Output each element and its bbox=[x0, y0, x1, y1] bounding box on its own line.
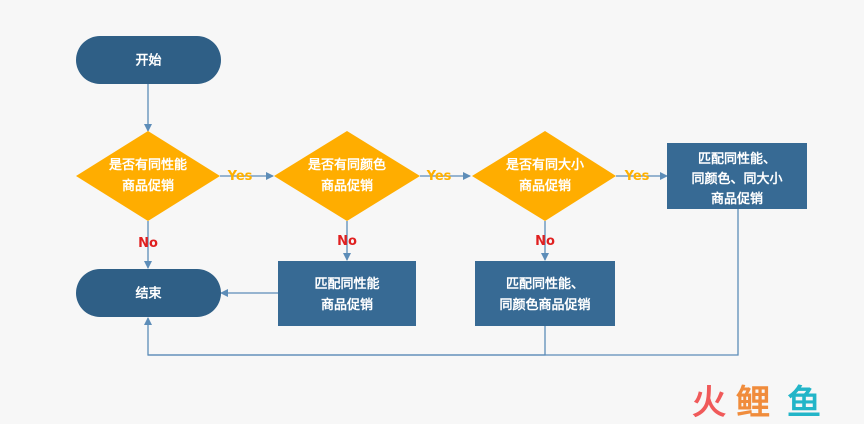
no-label-3: No bbox=[535, 234, 555, 249]
process2-line2: 同颜色商品促销 bbox=[499, 297, 590, 313]
watermark-char-3: 鱼 bbox=[787, 383, 821, 423]
decision-same-color: 是否有同颜色 商品促销 bbox=[274, 131, 420, 221]
watermark-char-1: 火 bbox=[692, 383, 726, 423]
start-shape bbox=[76, 36, 221, 84]
decision3-line1: 是否有同大小 bbox=[505, 157, 584, 173]
decision2-line1: 是否有同颜色 bbox=[307, 157, 386, 173]
decision1-line1: 是否有同性能 bbox=[108, 157, 187, 173]
decision1-line2: 商品促销 bbox=[122, 178, 174, 194]
process3-shape bbox=[667, 143, 807, 209]
end-node: 结束 bbox=[76, 269, 221, 317]
decision2-line2: 商品促销 bbox=[321, 178, 373, 194]
decision3-shape bbox=[472, 131, 616, 221]
yes-label-2: Yes bbox=[426, 169, 452, 184]
decision-same-size: 是否有同大小 商品促销 bbox=[472, 131, 616, 221]
process2-shape bbox=[475, 261, 615, 326]
watermark-logo: 火 鲤 鱼 bbox=[692, 383, 821, 423]
start-node: 开始 bbox=[76, 36, 221, 84]
process-match-performance-color: 匹配同性能、 同颜色商品促销 bbox=[475, 261, 615, 326]
connector-process3-to-end bbox=[148, 209, 739, 356]
no-label-1: No bbox=[138, 236, 158, 251]
process1-line2: 商品促销 bbox=[321, 297, 373, 313]
decision2-shape bbox=[274, 131, 420, 221]
yes-label-3: Yes bbox=[624, 169, 650, 184]
process-match-performance: 匹配同性能 商品促销 bbox=[278, 261, 416, 326]
decision3-line2: 商品促销 bbox=[519, 178, 571, 194]
decision-same-performance: 是否有同性能 商品促销 bbox=[76, 131, 220, 221]
process2-line1: 匹配同性能、 bbox=[506, 276, 584, 292]
end-label: 结束 bbox=[135, 286, 162, 302]
process3-line2: 同颜色、同大小 bbox=[691, 171, 782, 187]
no-label-2: No bbox=[337, 234, 357, 249]
yes-label-1: Yes bbox=[227, 169, 253, 184]
process1-line1: 匹配同性能 bbox=[314, 276, 379, 292]
watermark-char-2: 鲤 bbox=[736, 383, 770, 423]
end-shape bbox=[76, 269, 221, 317]
decision1-shape bbox=[76, 131, 220, 221]
process3-line3: 商品促销 bbox=[711, 191, 763, 207]
process1-shape bbox=[278, 261, 416, 326]
process-match-performance-color-size: 匹配同性能、 同颜色、同大小 商品促销 bbox=[667, 143, 807, 209]
start-label: 开始 bbox=[135, 53, 161, 69]
process3-line1: 匹配同性能、 bbox=[698, 151, 776, 167]
